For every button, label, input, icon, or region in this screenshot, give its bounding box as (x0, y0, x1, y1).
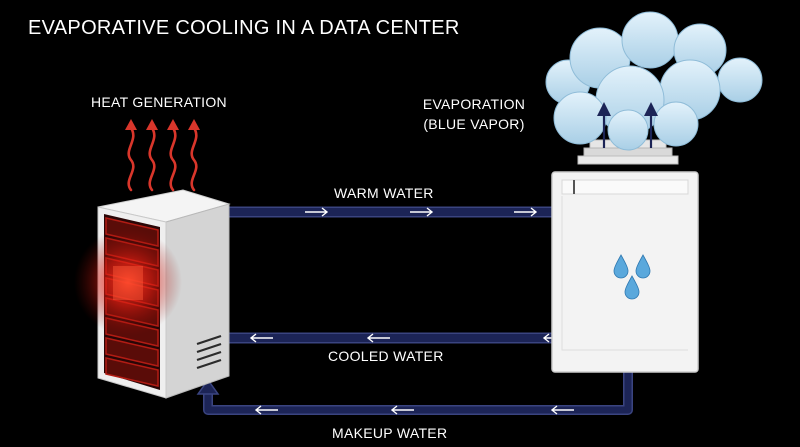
diagram-title: EVAPORATIVE COOLING IN A DATA CENTER (28, 17, 460, 39)
server-rack (74, 189, 231, 399)
warm-flow-arrows (305, 207, 538, 217)
cooling-tower (551, 139, 699, 373)
heat-arrows (125, 119, 200, 192)
makeup-flow-arrows (254, 405, 574, 415)
water-droplets (613, 254, 651, 300)
cooled-water-label: COOLED WATER (328, 348, 444, 364)
server-vents (196, 334, 222, 370)
warm-water-label: WARM WATER (334, 185, 434, 201)
server-heat-glow (74, 228, 182, 336)
evaporation-label-line2: (BLUE VAPOR) (423, 116, 525, 132)
vapor-cloud (545, 11, 763, 151)
makeup-water-label: MAKEUP WATER (332, 425, 448, 441)
vapor-up-arrows (597, 102, 658, 148)
makeup-water-pipe (196, 372, 633, 415)
evaporation-label: EVAPORATION (BLUE VAPOR) (404, 94, 544, 134)
heat-generation-label: HEAT GENERATION (91, 94, 227, 110)
evaporation-label-line1: EVAPORATION (422, 96, 526, 112)
